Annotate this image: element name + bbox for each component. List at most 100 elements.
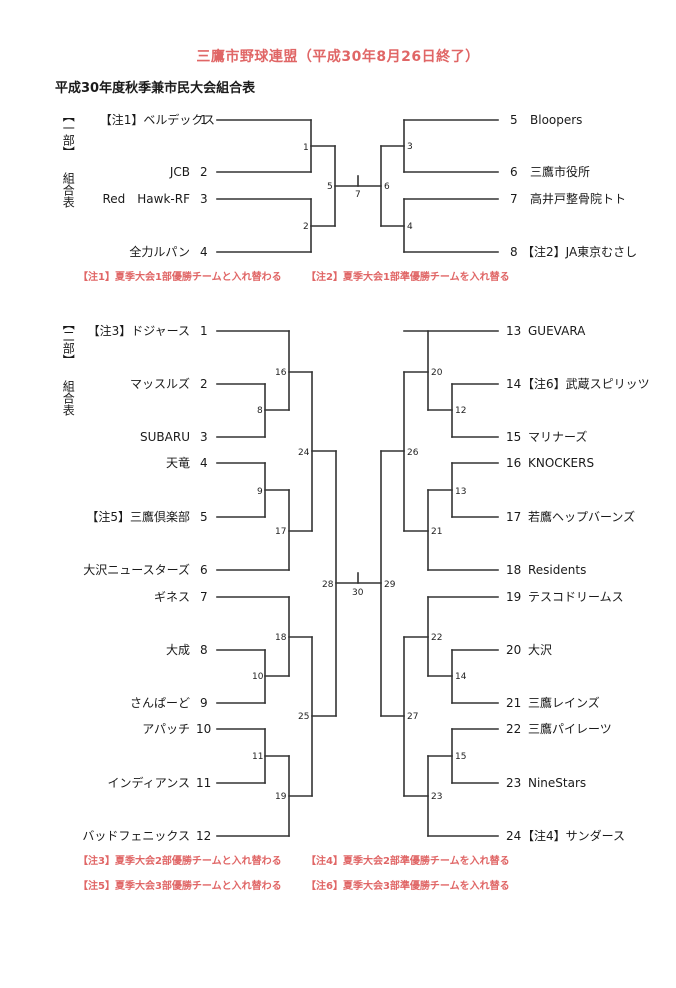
game-number: 16: [275, 368, 287, 378]
team-seed: 8: [200, 643, 208, 657]
game-number: 23: [431, 792, 442, 802]
game-number: 11: [252, 752, 263, 762]
team-seed: 13: [506, 324, 522, 338]
team-name: GUEVARA: [528, 324, 586, 338]
team-name: 全力ルパン: [129, 245, 190, 259]
team-seed: 10: [196, 722, 212, 736]
game-number: 17: [275, 527, 286, 537]
team-name: アパッチ: [142, 722, 190, 736]
team-seed: 1: [200, 324, 208, 338]
team-seed: 19: [506, 590, 522, 604]
team-name: マリナーズ: [528, 430, 588, 444]
game-number: 14: [455, 672, 467, 682]
team-name: 若鷹ヘップバーンズ: [528, 510, 636, 524]
game-number: 24: [298, 448, 310, 458]
game-number: 29: [384, 580, 396, 590]
team-name: さんぱーど: [129, 696, 190, 710]
division-2-label-bottom: 組合表: [61, 380, 76, 416]
game-number: 1: [303, 143, 309, 153]
game-number: 15: [455, 752, 466, 762]
team-name: テスコドリームス: [528, 590, 624, 604]
game-number: 5: [327, 182, 333, 192]
team-seed: 2: [200, 165, 208, 179]
team-seed: 9: [200, 696, 208, 710]
team-seed: 20: [506, 643, 522, 657]
team-seed: 15: [506, 430, 522, 444]
game-number: 9: [257, 487, 263, 497]
team-name: 【注6】武蔵スピリッツ: [522, 377, 650, 391]
team-name: 大成: [165, 643, 190, 657]
team-seed: 3: [200, 430, 208, 444]
note: 【注4】夏季大会2部準優勝チームを入れ替る: [306, 856, 510, 867]
division-1-label-bottom: 組合表: [61, 172, 76, 208]
note: 【注5】夏季大会3部優勝チームと入れ替わる: [78, 881, 282, 892]
team-seed: 21: [506, 696, 522, 710]
game-number: 4: [407, 222, 413, 232]
game-number: 22: [431, 633, 442, 643]
team-name: Residents: [528, 563, 587, 577]
team-name: 【注1】ベルデックス: [99, 113, 215, 127]
team-name: 【注5】三鷹倶楽部: [86, 510, 190, 524]
division-1-label-top: 【一部】: [61, 110, 76, 158]
team-name: ギネス: [153, 590, 190, 604]
team-seed: 17: [506, 510, 522, 524]
game-number: 21: [431, 527, 442, 537]
game-number: 28: [322, 580, 334, 590]
team-seed: 24: [506, 829, 522, 843]
team-seed: 4: [200, 456, 208, 470]
team-name: 【注3】ドジャース: [87, 324, 190, 338]
game-number: 25: [298, 712, 309, 722]
team-seed: 14: [506, 377, 522, 391]
team-seed: 18: [506, 563, 522, 577]
team-name: JCB: [169, 165, 190, 179]
note: 【注6】夏季大会3部準優勝チームを入れ替る: [306, 881, 510, 892]
team-seed: 1: [200, 113, 208, 127]
team-name: 【注4】サンダース: [522, 829, 626, 843]
team-seed: 12: [196, 829, 212, 843]
game-number: 2: [303, 222, 309, 232]
team-name: Red Hawk-RF: [102, 192, 190, 206]
team-name: SUBARU: [140, 430, 190, 444]
team-seed: 4: [200, 245, 208, 259]
team-name: 高井戸整骨院トト: [530, 192, 627, 206]
team-name: インディアンス: [107, 776, 190, 790]
page-subtitle: 平成30年度秋季兼市民大会組合表: [55, 81, 256, 96]
division-1-label: 【一部】 組合表: [58, 110, 78, 208]
game-number: 7: [355, 190, 361, 200]
team-seed: 22: [506, 722, 522, 736]
team-name: 【注2】JA東京むさし: [522, 245, 638, 259]
team-seed: 2: [200, 377, 208, 391]
team-seed: 5: [510, 113, 518, 127]
game-number: 6: [384, 182, 390, 192]
game-number: 10: [252, 672, 264, 682]
page-title: 三鷹市野球連盟（平成30年8月26日終了）: [196, 49, 480, 65]
game-number: 13: [455, 487, 466, 497]
team-seed: 8: [510, 245, 518, 259]
team-seed: 6: [200, 563, 208, 577]
team-name: NineStars: [528, 776, 587, 790]
game-number: 19: [275, 792, 287, 802]
team-seed: 3: [200, 192, 208, 206]
game-number: 26: [407, 448, 419, 458]
team-seed: 16: [506, 456, 522, 470]
team-seed: 5: [200, 510, 208, 524]
note: 【注2】夏季大会1部準優勝チームを入れ替る: [306, 272, 510, 283]
team-seed: 7: [200, 590, 208, 604]
team-seed: 11: [196, 776, 212, 790]
game-number: 20: [431, 368, 443, 378]
game-number: 18: [275, 633, 287, 643]
game-number: 12: [455, 406, 466, 416]
team-name: 三鷹パイレーツ: [528, 722, 612, 736]
division-2-label-top: 【二部】: [61, 318, 76, 366]
team-name: 大沢ニュースターズ: [83, 563, 190, 577]
team-seed: 23: [506, 776, 522, 790]
team-seed: 7: [510, 192, 518, 206]
note: 【注1】夏季大会1部優勝チームと入れ替わる: [78, 272, 282, 283]
note: 【注3】夏季大会2部優勝チームと入れ替わる: [78, 856, 282, 867]
team-name: 天竜: [165, 456, 190, 470]
team-name: Bloopers: [530, 113, 583, 127]
team-name: バッドフェニックス: [82, 829, 190, 843]
team-name: マッスルズ: [129, 377, 190, 391]
team-name: 三鷹市役所: [530, 165, 591, 179]
